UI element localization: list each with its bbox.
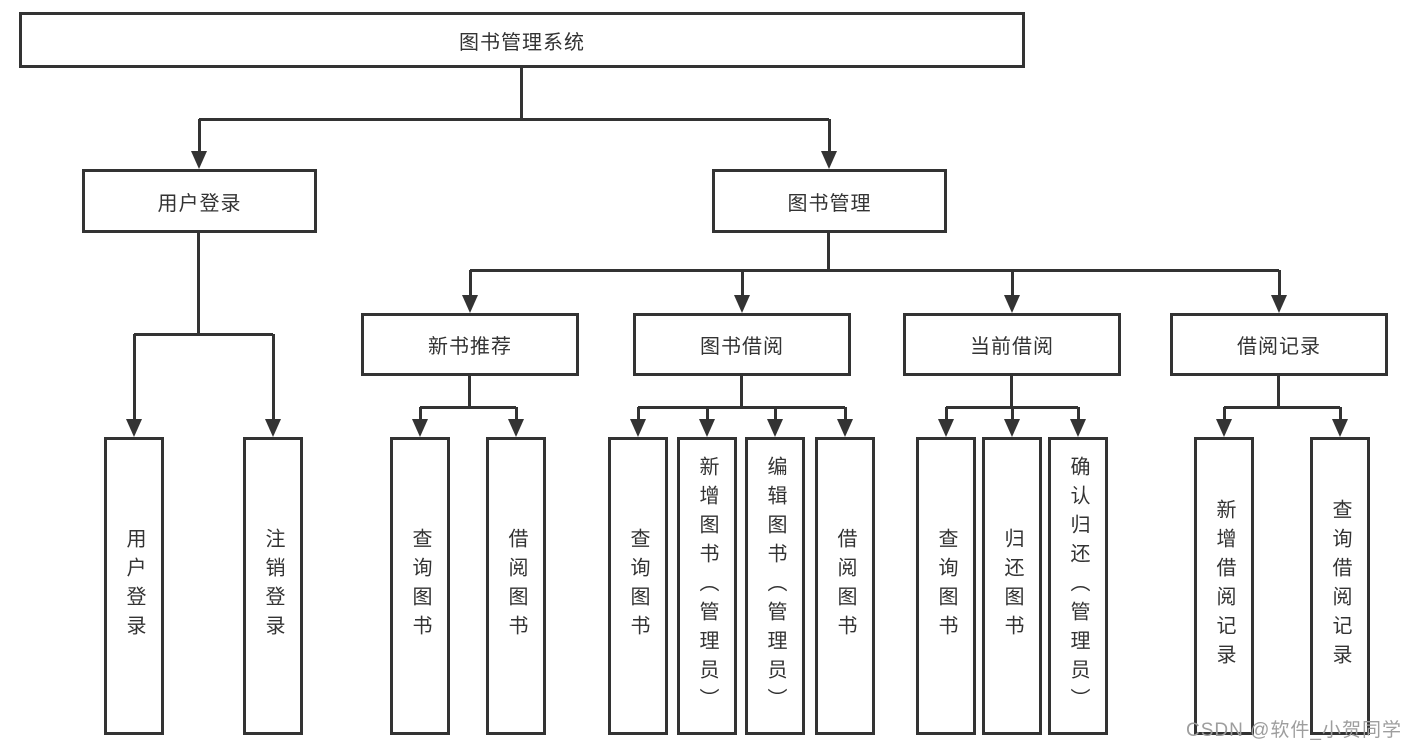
arrow-to-leaf-logout xyxy=(265,334,281,437)
node-label: 当前借阅 xyxy=(970,336,1054,358)
leaf-label: 确认归还（管理员） xyxy=(1067,455,1089,717)
leaf-label: 借阅图书 xyxy=(505,528,527,644)
arrow-to-leaf-borrow-books-2 xyxy=(837,407,853,437)
leaf-add-borrow-record: 新增借阅记录 xyxy=(1194,437,1254,735)
node-library-management-system: 图书管理系统 xyxy=(19,12,1025,68)
leaf-return-books: 归还图书 xyxy=(982,437,1042,735)
connector-rail-user-login-children xyxy=(134,333,273,336)
arrow-to-leaf-add-borrow-record xyxy=(1216,407,1232,437)
connector-book-borrow-stem xyxy=(740,376,743,408)
connector-book-management-stem xyxy=(827,233,830,271)
connector-rail-borrow-records-children xyxy=(1224,406,1340,409)
leaf-query-books-1: 查询图书 xyxy=(390,437,450,735)
leaf-query-books-2: 查询图书 xyxy=(608,437,668,735)
leaf-label: 查询借阅记录 xyxy=(1329,499,1351,673)
arrow-to-leaf-confirm-return-admin xyxy=(1070,407,1086,437)
connector-new-book-recommend-stem xyxy=(468,376,471,408)
arrow-to-leaf-query-borrow-record xyxy=(1332,407,1348,437)
leaf-label: 新增借阅记录 xyxy=(1213,499,1235,673)
node-label: 用户登录 xyxy=(157,192,242,215)
connector-rail-new-book-recommend-children xyxy=(420,406,516,409)
leaf-label: 编辑图书（管理员） xyxy=(764,455,786,717)
arrow-to-leaf-user-login xyxy=(126,334,142,437)
leaf-borrow-books-1: 借阅图书 xyxy=(486,437,546,735)
leaf-label: 查询图书 xyxy=(935,528,957,644)
arrow-to-leaf-edit-books-admin xyxy=(767,407,783,437)
arrow-to-book-borrow xyxy=(734,270,750,313)
arrow-to-borrow-records xyxy=(1271,270,1287,313)
connector-rail-book-borrow-children xyxy=(638,406,845,409)
connector-root-stem xyxy=(520,68,523,120)
leaf-edit-books-admin: 编辑图书（管理员） xyxy=(745,437,805,735)
connector-rail-level3 xyxy=(470,269,1279,272)
node-label: 新书推荐 xyxy=(428,336,512,358)
arrow-to-user-login xyxy=(191,119,207,169)
node-user-login: 用户登录 xyxy=(82,169,317,233)
leaf-label: 注销登录 xyxy=(262,528,284,644)
watermark: CSDN @软件_小贺同学 xyxy=(1186,720,1402,741)
arrow-to-leaf-return-books xyxy=(1004,407,1020,437)
leaf-user-login: 用户登录 xyxy=(104,437,164,735)
arrow-to-book-management xyxy=(821,119,837,169)
leaf-label: 归还图书 xyxy=(1001,528,1023,644)
node-label: 图书借阅 xyxy=(700,336,784,358)
node-book-management: 图书管理 xyxy=(712,169,947,233)
node-book-borrow: 图书借阅 xyxy=(633,313,851,376)
arrow-to-new-book-recommend xyxy=(462,270,478,313)
arrow-to-leaf-borrow-books-1 xyxy=(508,407,524,437)
node-label: 图书管理 xyxy=(787,192,872,215)
arrow-to-leaf-query-books-2 xyxy=(630,407,646,437)
leaf-label: 用户登录 xyxy=(123,528,145,644)
node-label: 借阅记录 xyxy=(1237,336,1321,358)
connector-borrow-records-stem xyxy=(1277,376,1280,408)
arrow-to-leaf-query-books-3 xyxy=(938,407,954,437)
leaf-logout: 注销登录 xyxy=(243,437,303,735)
leaf-query-books-3: 查询图书 xyxy=(916,437,976,735)
connector-user-login-stem xyxy=(197,233,200,335)
connector-rail-level2 xyxy=(199,118,829,121)
node-current-borrow: 当前借阅 xyxy=(903,313,1121,376)
node-new-book-recommend: 新书推荐 xyxy=(361,313,579,376)
node-label: 图书管理系统 xyxy=(459,31,585,54)
leaf-label: 新增图书（管理员） xyxy=(696,455,718,717)
connector-current-borrow-stem xyxy=(1010,376,1013,408)
leaf-label: 查询图书 xyxy=(409,528,431,644)
arrow-to-current-borrow xyxy=(1004,270,1020,313)
leaf-borrow-books-2: 借阅图书 xyxy=(815,437,875,735)
leaf-label: 查询图书 xyxy=(627,528,649,644)
leaf-label: 借阅图书 xyxy=(834,528,856,644)
leaf-query-borrow-record: 查询借阅记录 xyxy=(1310,437,1370,735)
leaf-confirm-return-admin: 确认归还（管理员） xyxy=(1048,437,1108,735)
leaf-add-books-admin: 新增图书（管理员） xyxy=(677,437,737,735)
arrow-to-leaf-add-books-admin xyxy=(699,407,715,437)
node-borrow-records: 借阅记录 xyxy=(1170,313,1388,376)
arrow-to-leaf-query-books-1 xyxy=(412,407,428,437)
